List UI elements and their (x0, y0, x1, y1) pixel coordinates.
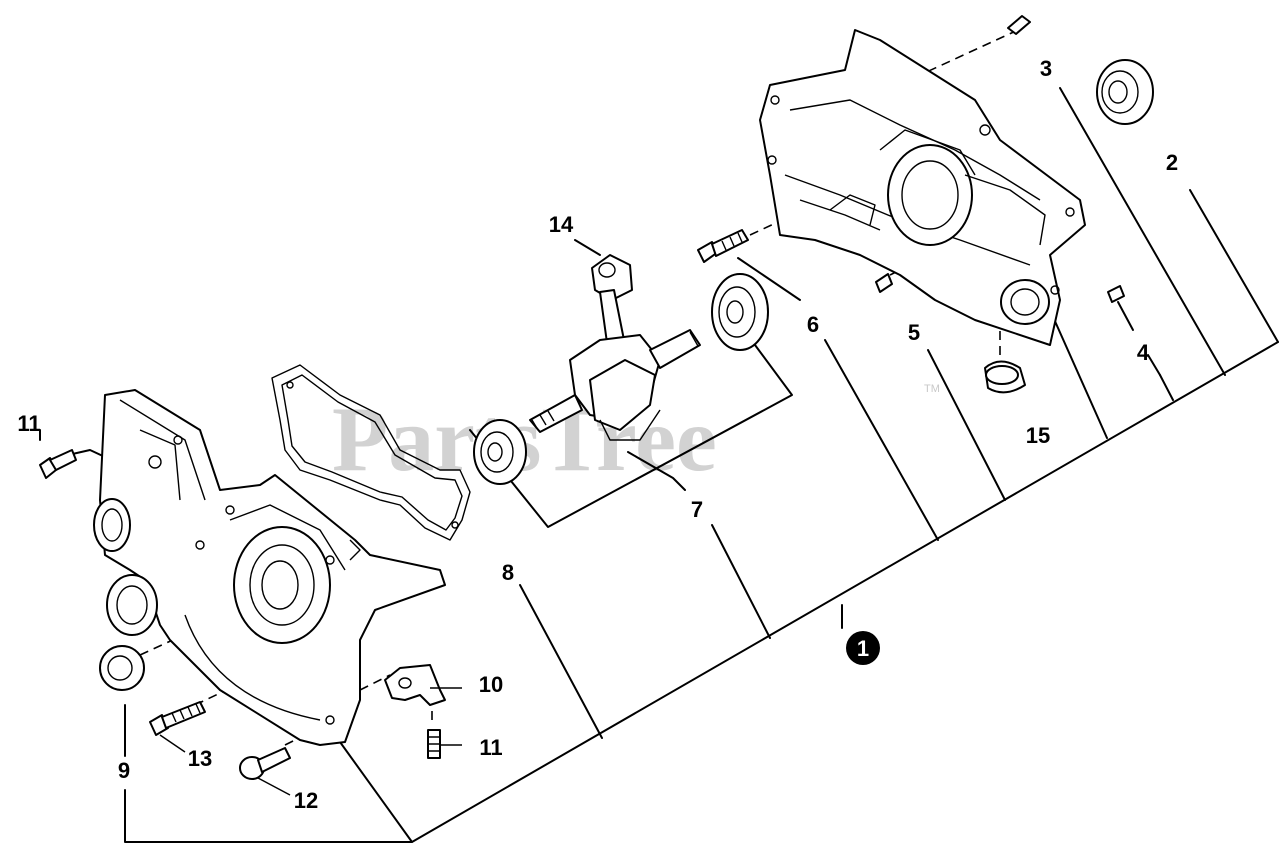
bracket-10 (384, 664, 462, 706)
callout-4[interactable]: 4 (1137, 340, 1150, 365)
bearing-crank-right (711, 273, 769, 351)
callout-1-text: 1 (857, 636, 869, 661)
callout-labels: 1 2 3 4 5 6 7 8 9 10 11 11 12 13 14 15 (17, 56, 1178, 813)
callout-7[interactable]: 7 (691, 497, 703, 522)
dowel-pin-4 (1107, 285, 1125, 303)
watermark-trademark: TM (924, 383, 940, 395)
screw-11-bottom (427, 729, 462, 759)
callout-5[interactable]: 5 (908, 320, 920, 345)
bolt-13 (149, 701, 206, 753)
screw-11-top (39, 449, 77, 479)
bearing-2 (1096, 59, 1154, 125)
callout-1[interactable]: 1 (846, 631, 880, 665)
crankshaft-assembly (529, 254, 701, 441)
callout-10[interactable]: 10 (479, 672, 503, 697)
callout-6[interactable]: 6 (807, 312, 819, 337)
grommet-15 (984, 360, 1026, 394)
left-crankcase-half (93, 389, 446, 746)
callout-14[interactable]: 14 (549, 212, 574, 237)
dowel-pin-5 (875, 273, 893, 293)
bolt-6 (697, 229, 749, 263)
callout-8[interactable]: 8 (502, 560, 514, 585)
callout-3[interactable]: 3 (1040, 56, 1052, 81)
oil-seal-9 (99, 645, 145, 691)
callout-13[interactable]: 13 (188, 746, 212, 771)
right-crankcase-half (759, 29, 1086, 346)
callout-11-bottom[interactable]: 11 (479, 735, 502, 760)
dowel-pin-3 (1007, 15, 1031, 35)
callout-11-top[interactable]: 11 (17, 411, 40, 436)
callout-2[interactable]: 2 (1166, 150, 1178, 175)
bearing-crank-left (473, 419, 527, 485)
bolt-12 (239, 747, 291, 796)
callout-9[interactable]: 9 (118, 758, 130, 783)
callout-12[interactable]: 12 (294, 788, 318, 813)
gasket-8 (271, 364, 471, 541)
callout-15[interactable]: 15 (1026, 423, 1050, 448)
